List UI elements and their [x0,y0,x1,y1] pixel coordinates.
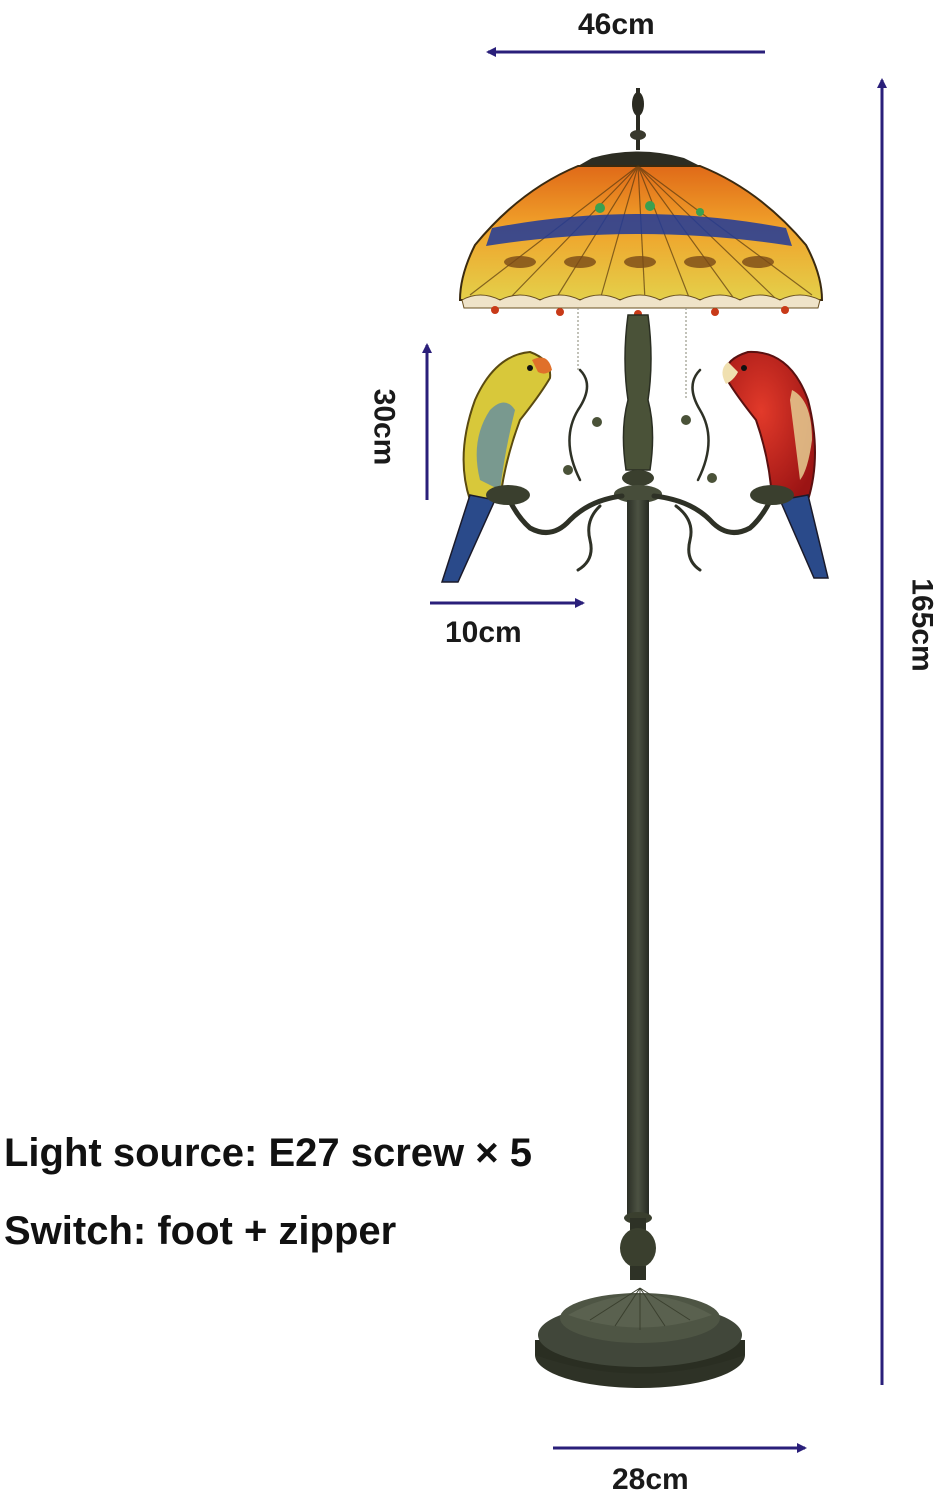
ornate-stem-icon [614,314,662,503]
stained-glass-shade-icon [458,151,824,318]
yellow-parrot-icon [440,350,552,583]
lamp-pole-icon [620,500,656,1280]
parrot-width-label: 10cm [445,616,522,649]
light-source-spec: Light source: E27 screw × 5 [4,1131,532,1175]
shade-width-label: 46cm [578,8,655,41]
base-width-label: 28cm [612,1463,689,1496]
finial-icon [630,88,646,150]
pull-chain-icon [577,308,687,400]
lamp-arm-icon [502,368,778,572]
lamp-base-icon [535,1287,745,1388]
total-height-label: 165cm [905,578,939,672]
red-parrot-icon [722,350,829,579]
switch-spec: Switch: foot + zipper [4,1209,397,1253]
parrot-height-label: 30cm [367,388,401,466]
